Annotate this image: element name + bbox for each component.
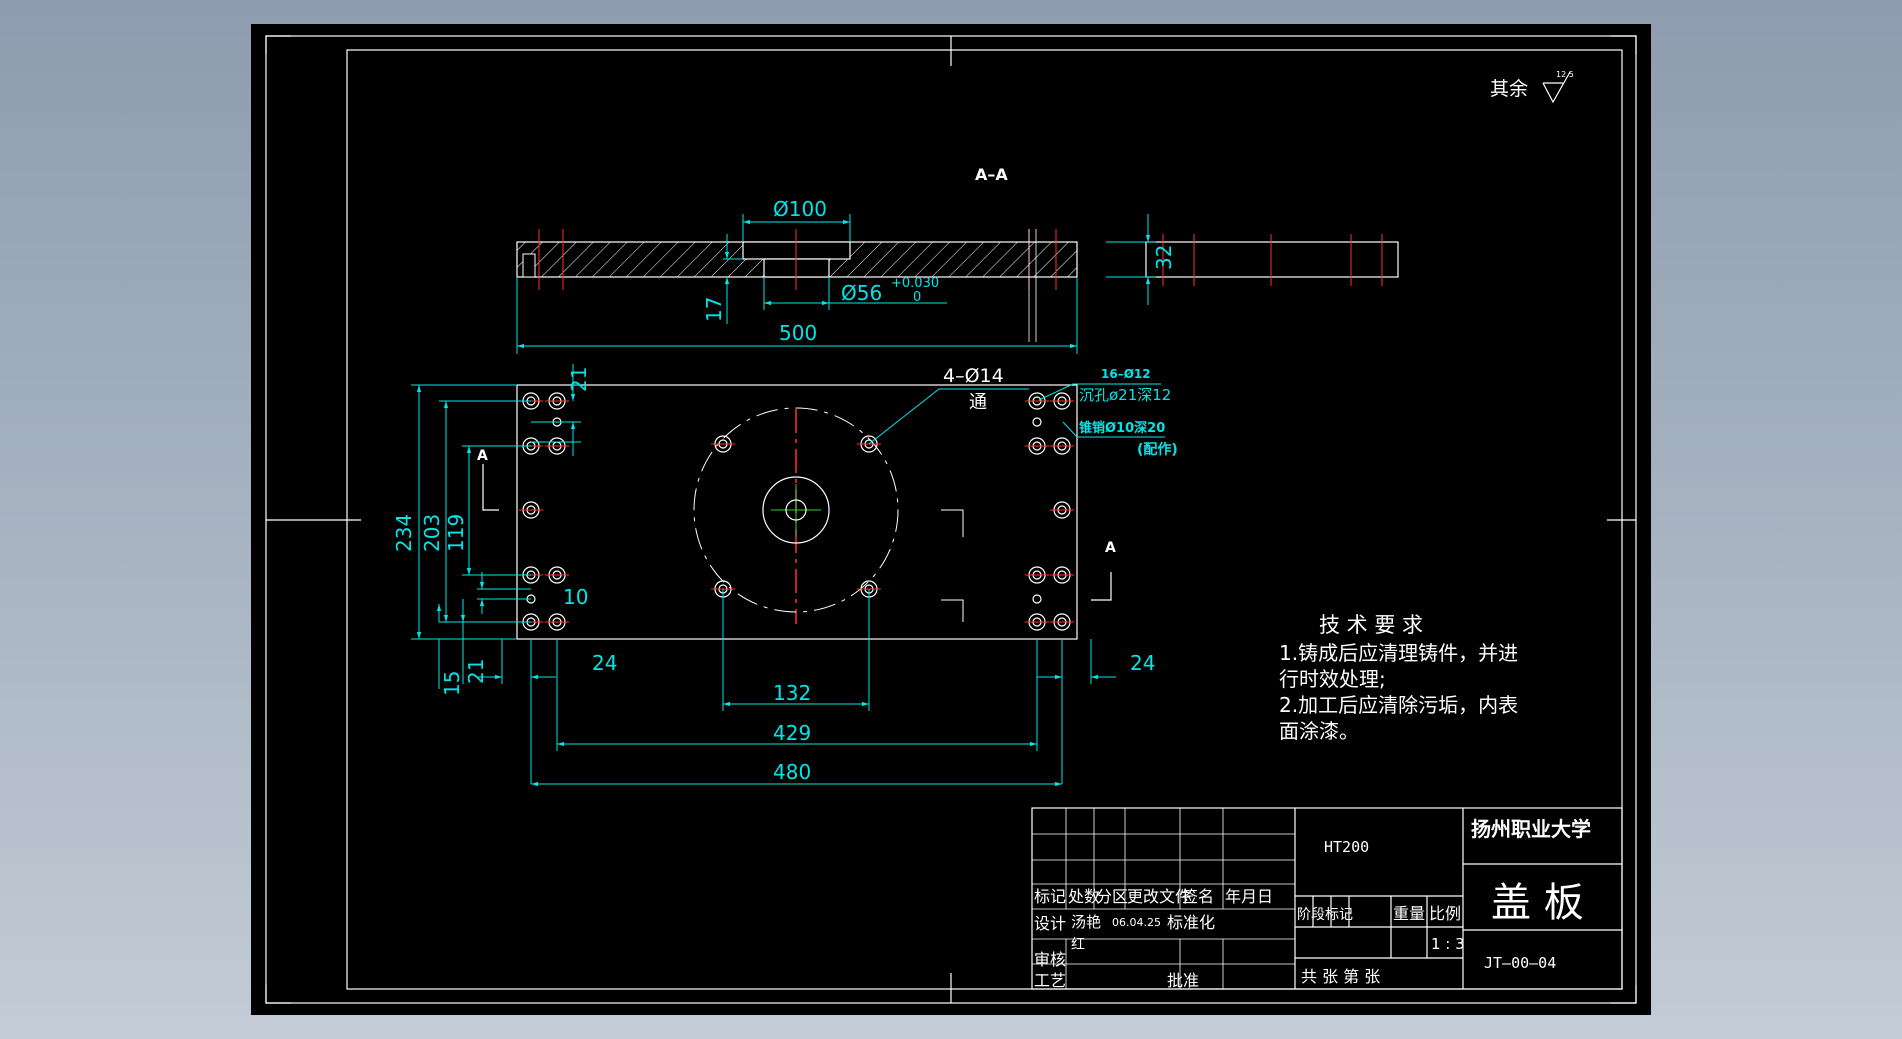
dim-10: 10: [563, 585, 588, 609]
dim-21-top: 21: [567, 367, 591, 392]
dim-203: 203: [420, 514, 444, 552]
counterbore-hole: [1050, 437, 1074, 455]
tech-req-line: 2.加工后应清除污垢，内表: [1279, 693, 1518, 717]
note-counterbore: 沉孔ø21深12: [1079, 386, 1171, 404]
part-name: 盖 板: [1491, 880, 1584, 926]
review-label: 审核: [1034, 950, 1066, 969]
counterbore-hole: [545, 437, 569, 455]
counterbore-hole: [1025, 392, 1049, 410]
counterbore-hole: [1025, 613, 1049, 631]
dim-21-bottom: 21: [464, 659, 488, 684]
designer-name: 汤艳: [1071, 913, 1101, 931]
dim-thickness: 32: [1152, 245, 1176, 270]
tech-req-line: 1.铸成后应清理铸件，并进: [1279, 641, 1518, 665]
designer-label: 设计: [1034, 914, 1066, 933]
note-pin-fit: (配作): [1137, 441, 1178, 458]
counterbore-hole: [1050, 501, 1074, 519]
header-cell: 签名: [1182, 887, 1214, 906]
dim-hole: Ø56: [841, 281, 882, 305]
section-dimensions: [516, 214, 1156, 354]
scale-value: 1 : 3: [1431, 935, 1465, 953]
tolerance-upper: +0.030: [891, 276, 939, 291]
section-title: A–A: [975, 165, 1008, 184]
header-cell: 处数: [1068, 887, 1100, 906]
dim-429: 429: [773, 721, 811, 745]
drawing-number: JT–00–04: [1484, 954, 1556, 972]
section-dimension-text: Ø100 32 17 Ø56 +0.030 0 500: [702, 197, 1176, 345]
tolerance-lower: 0: [913, 290, 921, 305]
dim-119: 119: [444, 514, 468, 552]
note-counterbore-qty: 16–Ø12: [1101, 367, 1151, 381]
tech-req-title: 技 术 要 求: [1319, 613, 1423, 637]
header-cell: 标记: [1034, 887, 1066, 906]
school-name: 扬州职业大学: [1471, 817, 1591, 841]
header-cell: 分区: [1096, 887, 1128, 906]
technical-requirements: 技 术 要 求 1.铸成后应清理铸件，并进 行时效处理; 2.加工后应清除污垢，…: [1279, 613, 1518, 743]
dim-234: 234: [392, 514, 416, 552]
through-hole: [711, 435, 735, 453]
dim-480: 480: [773, 760, 811, 784]
dim-24-left: 24: [592, 651, 617, 675]
dim-132: 132: [773, 681, 811, 705]
dim-24-right: 24: [1130, 651, 1155, 675]
header-cell: 更改文件: [1127, 887, 1191, 906]
pin-hole: [1032, 417, 1042, 427]
dim-bore: Ø100: [773, 197, 827, 221]
sheets-label: 共 张 第 张: [1301, 967, 1380, 986]
section-mark-right: A: [1105, 540, 1116, 556]
dim-15: 15: [440, 671, 464, 696]
counterbore-hole: [1050, 613, 1074, 631]
counterbore-hole: [1025, 566, 1049, 584]
section-view: A–A: [516, 165, 1399, 342]
roughness-label: 其余: [1490, 78, 1528, 100]
weight-label: 重量: [1393, 904, 1425, 923]
counterbore-hole: [1050, 392, 1074, 410]
counterbore-hole: [545, 566, 569, 584]
counterbore-hole: [1050, 566, 1074, 584]
cad-drawing-viewport[interactable]: 其余 12.5 A–A: [251, 24, 1651, 1015]
dim-counterbore-depth: 17: [702, 297, 726, 322]
plan-dimensions: [411, 364, 1165, 787]
counterbore-hole: [545, 392, 569, 410]
tech-req-line: 面涂漆。: [1279, 719, 1359, 743]
counterbore-hole: [545, 613, 569, 631]
roughness-value: 12.5: [1556, 70, 1574, 79]
scale-label: 比例: [1429, 904, 1461, 923]
title-block: HT200 扬州职业大学 盖 板 JT–00–04 标记 处数 分区 更改文件 …: [1031, 807, 1623, 990]
process-label: 工艺: [1034, 971, 1066, 990]
designer-name-2: 红: [1071, 937, 1085, 953]
header-cell: 年月日: [1225, 887, 1273, 906]
material: HT200: [1324, 838, 1369, 856]
roughness-symbol: 其余 12.5: [1490, 70, 1574, 104]
drawing-frame: [265, 35, 1637, 1004]
approve-label: 批准: [1167, 971, 1199, 990]
note-through: 通: [969, 392, 987, 413]
note-holes: 4–Ø14: [943, 365, 1004, 387]
stage-label: 阶段标记: [1297, 907, 1353, 923]
drawing-canvas: 其余 12.5 A–A: [265, 35, 1637, 1004]
tech-req-line: 行时效处理;: [1279, 667, 1386, 691]
standardize-label: 标准化: [1167, 913, 1215, 932]
note-pin: 锥销Ø10深20: [1079, 420, 1165, 436]
counterbore-hole: [519, 501, 543, 519]
section-mark-left: A: [477, 448, 488, 464]
design-date: 06.04.25: [1112, 916, 1161, 929]
plan-dimension-text: 21 234 203 119 10 15 21 24 24 132 429 48…: [392, 365, 1178, 784]
dim-length: 500: [779, 321, 817, 345]
counterbore-hole: [1025, 437, 1049, 455]
pin-hole: [1032, 594, 1042, 604]
